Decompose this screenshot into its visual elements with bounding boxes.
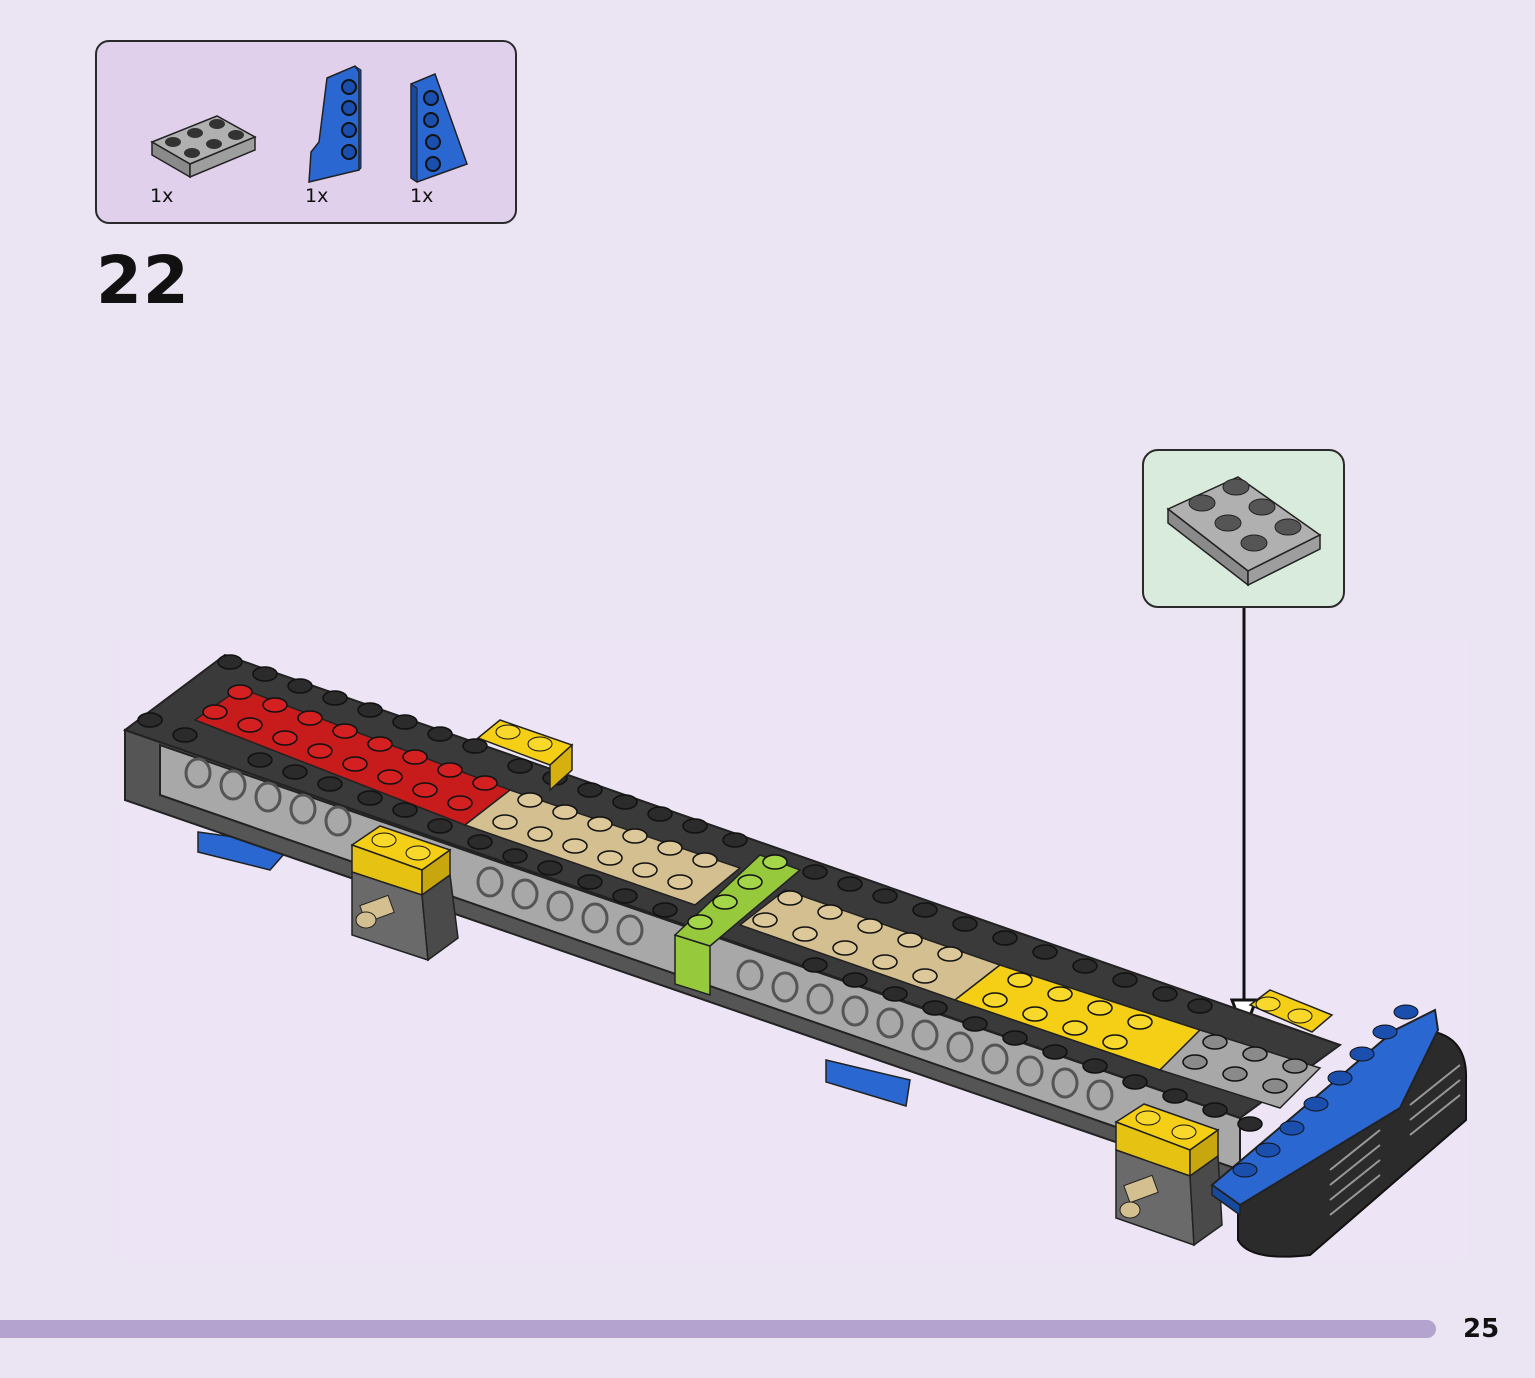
part-qty-label: 1x <box>305 185 329 207</box>
yellow-pin-brick <box>1114 1103 1223 1247</box>
footer-bar <box>0 1320 1436 1338</box>
step-number: 22 <box>96 242 190 319</box>
part-qty-label: 1x <box>150 185 174 207</box>
blue-tab-piece <box>825 1059 911 1107</box>
parts-list-images <box>150 65 468 183</box>
blue-wing-left-part-icon <box>308 65 362 183</box>
tan-plate <box>463 789 742 906</box>
blue-wing-placed <box>1210 1004 1440 1217</box>
yellow-brick-top <box>476 719 574 792</box>
yellow-pin-brick <box>350 825 459 962</box>
page-number: 25 <box>1463 1314 1500 1344</box>
grey-plate-callout-icon <box>1166 476 1322 587</box>
part-callout-box <box>1142 449 1345 608</box>
parts-list-box: 1x 1x 1x <box>95 40 517 224</box>
technic-holes <box>184 757 1114 1111</box>
blue-wing-right-part-icon <box>410 73 468 183</box>
yellow-brick-top <box>1248 989 1334 1033</box>
part-qty-label: 1x <box>410 185 434 207</box>
grey-plate-part-icon <box>150 115 257 179</box>
callout-plate-image <box>1166 476 1322 587</box>
